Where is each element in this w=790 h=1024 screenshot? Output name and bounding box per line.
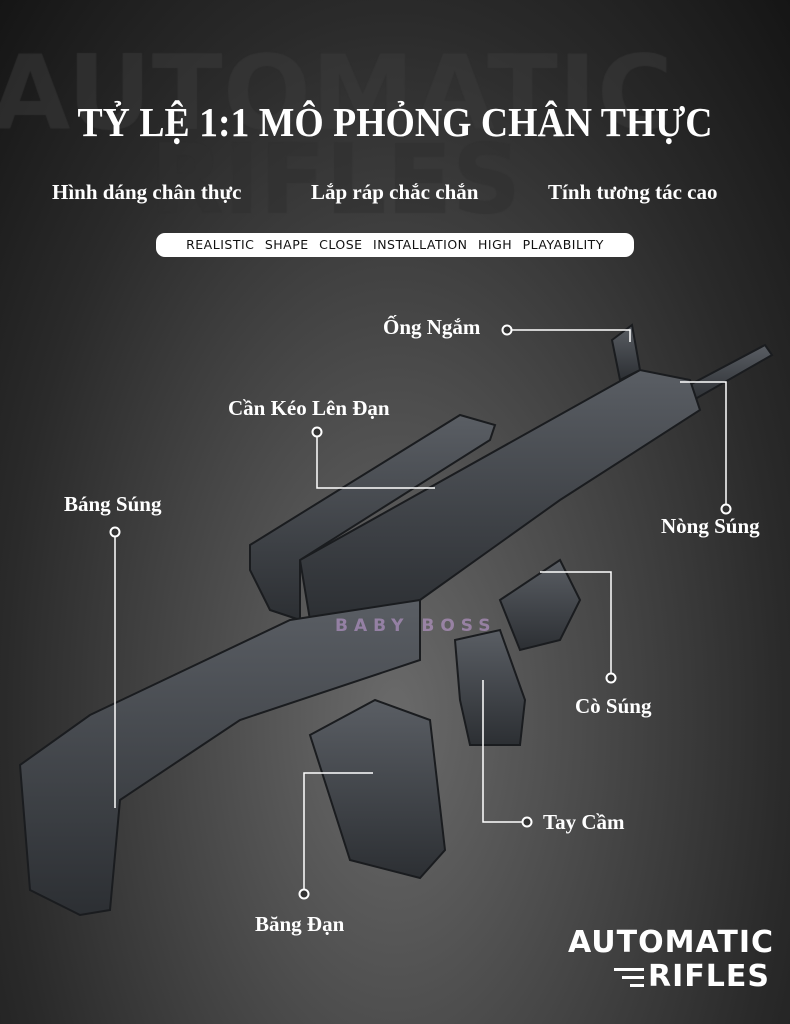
feature-1: Hình dáng chân thực	[52, 180, 242, 204]
grip	[453, 628, 527, 746]
watermark: BABY BOSS	[335, 616, 497, 636]
callout-dots	[109, 324, 732, 900]
callout-trigger: Cò Súng	[575, 694, 652, 718]
feature-3: Tính tương tác cao	[548, 180, 718, 204]
logo-line-1: AUTOMATIC	[568, 925, 775, 960]
feature-2: Lắp ráp chắc chắn	[311, 180, 479, 204]
stock	[18, 598, 421, 917]
callout-grip: Tay Cầm	[543, 810, 625, 834]
callout-magazine: Băng Đạn	[255, 912, 345, 936]
brand-logo: AUTOMATIC RIFLES	[568, 926, 774, 994]
callout-charging-handle: Cần Kéo Lên Đạn	[228, 396, 390, 420]
logo-line-2: RIFLES	[648, 959, 770, 994]
tagline-pill: REALISTIC SHAPE CLOSE INSTALLATION HIGH …	[156, 233, 634, 257]
carry-handle	[249, 413, 497, 622]
callout-barrel: Nòng Súng	[661, 514, 760, 538]
rifle-body	[18, 323, 774, 917]
callout-lines	[114, 329, 727, 894]
trigger-area	[498, 558, 582, 652]
callout-scope: Ống Ngắm	[383, 315, 481, 339]
magazine	[308, 698, 447, 880]
speed-lines-icon	[612, 968, 644, 992]
callout-stock: Báng Súng	[64, 492, 162, 516]
scope	[610, 323, 642, 382]
page-title: TỶ LỆ 1:1 MÔ PHỎNG CHÂN THỰC	[77, 99, 713, 145]
